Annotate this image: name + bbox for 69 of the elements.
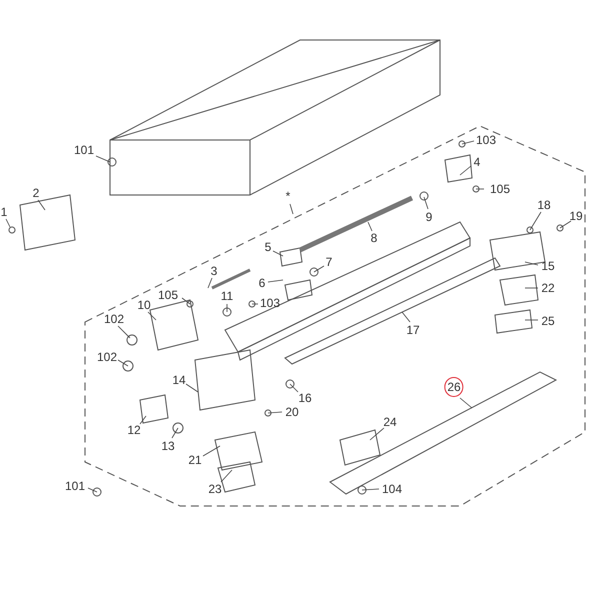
callout-number: * [286,190,290,202]
leader-line [462,140,474,144]
leader-line [268,280,284,282]
callout-number: 23 [208,483,222,495]
callout-number: 24 [383,416,397,428]
callout-number: 20 [285,406,299,418]
leader-line [118,360,128,366]
leader-line [96,156,110,162]
leader-line [460,398,472,408]
callout-number: 6 [258,277,266,289]
callout-number: 105 [158,289,178,301]
callout-number: 22 [541,282,555,294]
callout-number: 15 [541,260,555,272]
leader-line [560,220,572,228]
leader-line [314,266,324,272]
leader-line [368,222,372,232]
leader-line [6,218,10,228]
callout-number: 7 [326,256,332,268]
callout-number: 2 [32,187,40,199]
callout-number: 11 [220,290,234,302]
leader-line [226,304,228,312]
leader-line [424,196,428,210]
leader-line [370,428,384,440]
callout-number: 18 [537,199,551,211]
leader-line [476,188,484,190]
callout-number: 9 [426,211,432,223]
callout-number: 8 [370,232,378,244]
leader-line [362,488,380,490]
leader-line [402,312,410,322]
leader-line [88,488,98,492]
callout-number: 5 [264,241,272,253]
callout-number: 101 [74,144,94,156]
callout-number: 105 [490,183,510,195]
leader-line [38,200,46,210]
leader-line [202,446,220,456]
callout-number: 102 [96,351,118,363]
callout-number: 25 [541,315,555,327]
callout-number: 19 [569,210,583,222]
callout-number: 26 [444,377,464,397]
callout-number: 16 [298,392,312,404]
callout-number: 17 [406,324,420,336]
callout-number: 21 [188,454,202,466]
leader-line [460,166,472,176]
leader-line [182,298,190,304]
leader-line [208,278,212,288]
leader-line [186,384,198,392]
leader-line [268,412,282,414]
callout-number: 12 [127,424,141,436]
leader-line [530,212,542,230]
callout-number: 10 [137,299,151,311]
callout-number: 104 [382,483,402,495]
callout-number: 101 [64,480,86,492]
leader-line [118,326,130,338]
callout-number: 13 [161,440,175,452]
leader-line [220,470,232,482]
leader-line [524,262,538,266]
callout-number: 103 [476,134,496,146]
callout-number: 102 [104,313,124,325]
leader-line [290,384,298,392]
callout-number: 103 [260,297,280,309]
leader-line [140,416,146,424]
callout-number: 1 [0,206,8,218]
leader-line [172,428,178,438]
callout-number: 14 [172,374,186,386]
leader-line [272,250,284,256]
leader-line [148,312,156,320]
callout-number: 3 [210,265,218,277]
callout-number: 4 [474,156,480,168]
leader-line [290,204,294,214]
